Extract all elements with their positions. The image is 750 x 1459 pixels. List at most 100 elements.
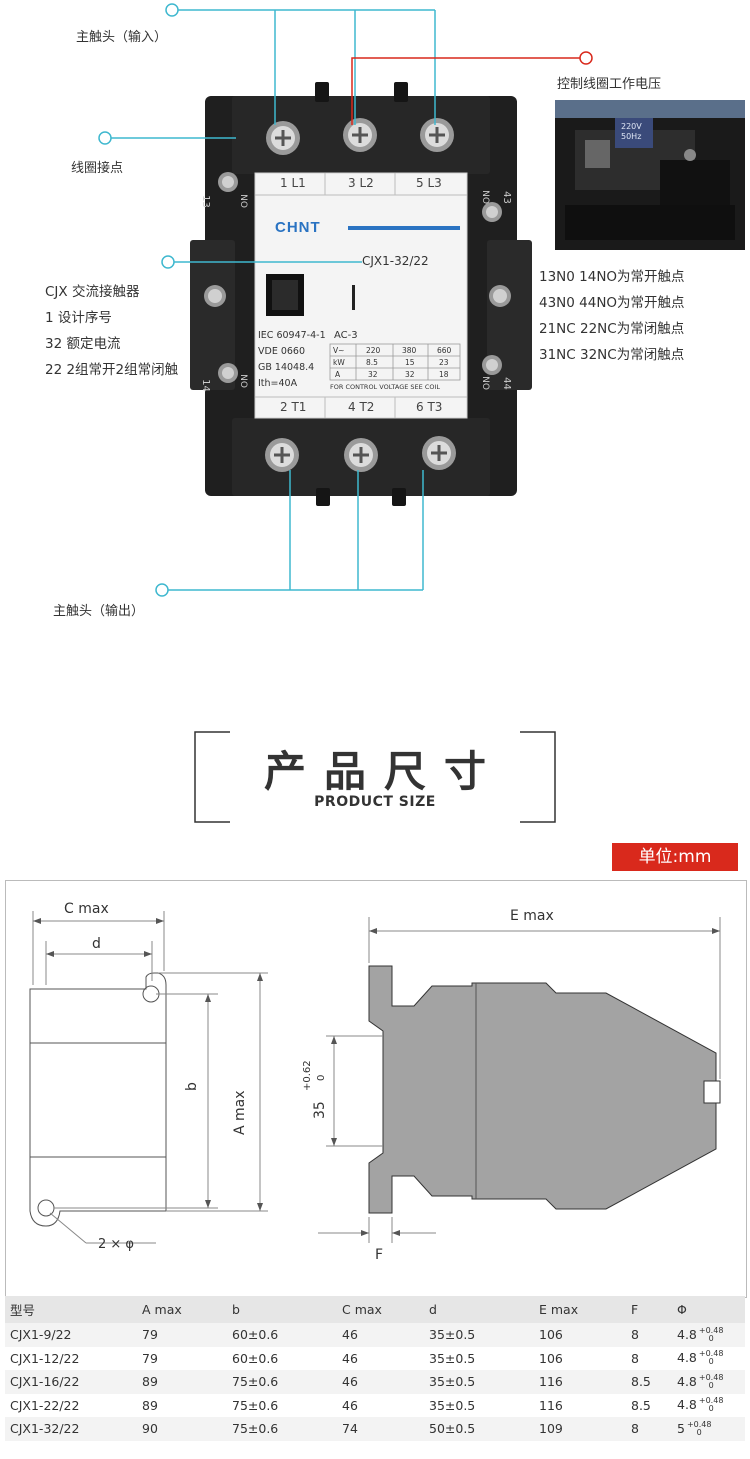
cell-e: 116: [539, 1397, 563, 1413]
side-wing-right: [487, 240, 532, 390]
tol-upper: +0.48: [698, 1372, 724, 1382]
tol-upper: +0.48: [698, 1325, 724, 1335]
coil-screw-right: [489, 285, 511, 307]
annotation-main-input: 主触头（输入）: [76, 30, 168, 45]
dim-35-tol-upper: +0.62: [302, 1060, 313, 1091]
terminal-bottom-label-1: 2 T1: [280, 400, 307, 414]
table-header-row: 型号 A max b C max d E max F Φ: [5, 1296, 745, 1323]
callout-dot-input: [165, 3, 179, 17]
cell-f: 8: [631, 1350, 639, 1366]
model-desc-line: CJX 交流接触器: [45, 284, 140, 300]
tol-lower: 0: [708, 1333, 714, 1343]
front-view-body: [368, 965, 717, 1214]
front-view-nub: [703, 1080, 721, 1104]
indicator-slot: [352, 285, 355, 310]
header-c-max: C max: [342, 1296, 429, 1323]
coil-frequency-value: 50Hz: [621, 132, 642, 141]
aux-screw-lt: [218, 172, 238, 192]
cell-a: 79: [142, 1350, 158, 1366]
aux-label-right-top-num: 43: [500, 191, 512, 204]
aux-label-left-top-no: NO: [237, 194, 248, 208]
rating-cell: 15: [405, 358, 415, 367]
cell-d: 35±0.5: [429, 1350, 476, 1366]
annotation-main-output: 主触头（输出）: [53, 604, 145, 619]
aux-label-right-top-no: NO: [479, 190, 490, 204]
tol-lower: 0: [696, 1427, 702, 1437]
annotation-model-desc: CJX 交流接触器 1 设计序号 32 额定电流 22 2组常开2组常闭触: [45, 279, 178, 383]
rating-cell: 660: [437, 346, 452, 355]
rating-cell: 220: [366, 346, 381, 355]
terminal-top-label-1: 1 L1: [280, 176, 306, 190]
section-title-cn: 产品尺寸: [263, 747, 504, 796]
header-a-max: A max: [142, 1296, 232, 1323]
dim-hole: 2 × φ: [98, 1237, 135, 1252]
dim-a-max: A max: [232, 1090, 248, 1135]
cell-a: 79: [142, 1323, 232, 1347]
cell-c: 46: [342, 1323, 429, 1347]
coil-note: FOR CONTROL VOLTAGE SEE COIL: [330, 383, 441, 391]
brand-logo: CHNT: [275, 219, 321, 236]
coil-voltage-value: 220V: [621, 122, 642, 131]
title-brackets: [194, 731, 556, 823]
rating-cell: 32: [405, 370, 415, 379]
cell-e: 106: [539, 1323, 631, 1347]
annotation-aux-contacts: 13N0 14NO为常开触点 43N0 44NO为常开触点 21NC 22NC为…: [539, 264, 685, 368]
cell-c: 46: [342, 1350, 358, 1366]
terminal-bottom-label-3: 6 T3: [416, 400, 443, 414]
std-line-1: IEC 60947-4-1: [258, 330, 326, 341]
cell-b: 60±0.6: [232, 1323, 342, 1347]
cell-f: 8: [631, 1417, 677, 1441]
rating-cell: A: [335, 370, 341, 379]
cell-f: 8.5: [631, 1397, 651, 1413]
cell-d: 50±0.5: [429, 1417, 539, 1441]
rating-cell: 380: [402, 346, 417, 355]
rating-cell: 23: [439, 358, 449, 367]
cell-d: 35±0.5: [429, 1323, 539, 1347]
side-view: [29, 911, 268, 1244]
callout-dot-voltage: [579, 51, 593, 65]
cell-model: CJX1-22/22: [10, 1397, 80, 1413]
cell-c: 46: [342, 1397, 358, 1413]
screw-top-2: [343, 118, 377, 152]
terminal-top-label-2: 3 L2: [348, 176, 374, 190]
cell-f: 8: [631, 1323, 677, 1347]
cell-e: 109: [539, 1417, 631, 1441]
annotation-coil-terminal: 线圈接点: [71, 161, 124, 176]
dim-d: d: [92, 936, 101, 952]
header-e-max: E max: [539, 1296, 631, 1323]
cell-model: CJX1-12/22: [10, 1350, 80, 1366]
dim-f: F: [375, 1247, 384, 1263]
aux-label-right-bottom-num: 44: [500, 377, 512, 390]
aux-label-left-bottom-no: NO: [237, 374, 248, 388]
callout-dot-model: [161, 255, 175, 269]
cell-a: 89: [142, 1370, 232, 1394]
screw-bottom-3: [422, 436, 456, 470]
header-phi: Φ: [677, 1296, 745, 1323]
dim-c-max: C max: [64, 901, 109, 917]
terminal-bottom-label-2: 4 T2: [348, 400, 375, 414]
front-panel: [254, 172, 468, 419]
phi-value: 4.8: [677, 1326, 697, 1342]
phi-value: 4.8: [677, 1350, 697, 1366]
unit-badge: 单位:mm: [612, 843, 738, 871]
tol-lower: 0: [708, 1404, 714, 1414]
device-model: CJX1-32/22: [362, 254, 429, 268]
rating-cell: V~: [333, 346, 345, 355]
cell-b: 75±0.6: [232, 1417, 342, 1441]
dimension-table: 型号 A max b C max d E max F Φ CJX1-9/22 7…: [5, 1296, 745, 1441]
table-row: CJX1-32/22 90 75±0.6 74 50±0.5 109 8 5+0…: [5, 1417, 745, 1441]
dimension-table-wrap: 型号 A max b C max d E max F Φ CJX1-9/22 7…: [5, 1296, 745, 1441]
cell-a: 89: [142, 1397, 158, 1413]
rating-cell: 18: [439, 370, 449, 379]
aux-label-left-top-num: 13: [199, 195, 211, 208]
std-line-4: Ith=40A: [258, 378, 298, 389]
std-line-3: GB 14048.4: [258, 362, 315, 373]
table-row: CJX1-9/22 79 60±0.6 46 35±0.5 106 8 4.8+…: [5, 1323, 745, 1347]
model-desc-line: 22 2组常开2组常闭触: [45, 362, 179, 378]
callout-dot-coil: [98, 131, 112, 145]
